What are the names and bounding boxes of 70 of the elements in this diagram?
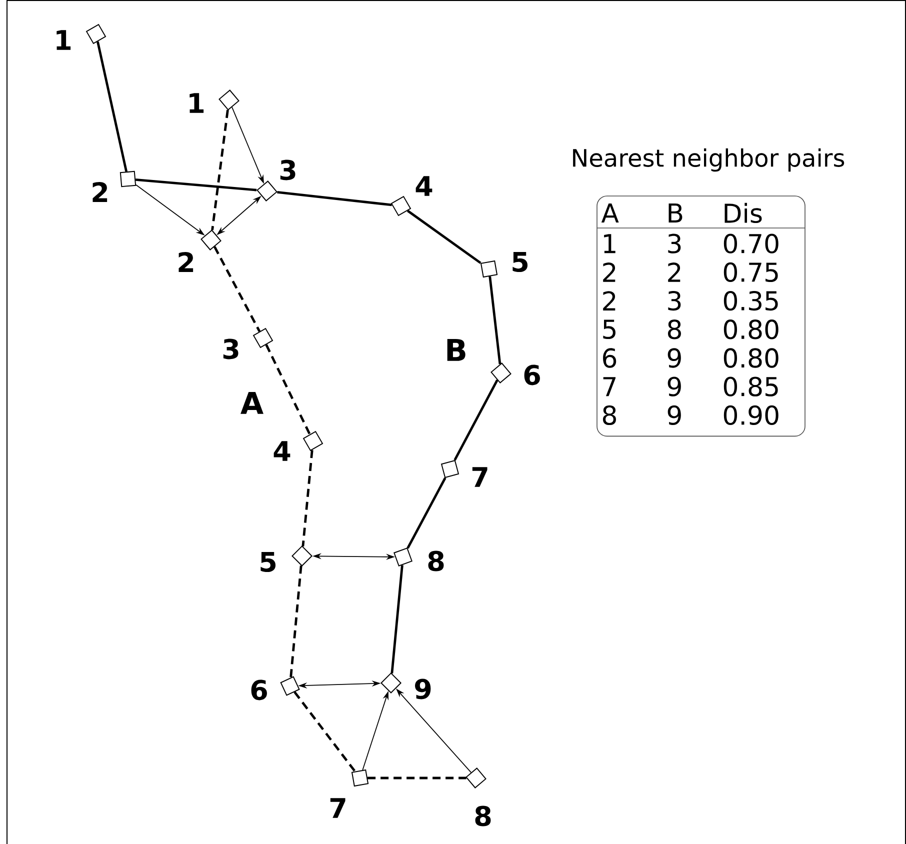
- solid-line: [96, 41, 128, 172]
- dashed-line: [265, 344, 311, 435]
- point-number: 5: [512, 252, 528, 272]
- table-cell: 0.35: [724, 290, 778, 311]
- point-number: 4: [416, 176, 432, 196]
- table-title: Nearest neighbor pairs: [573, 148, 844, 172]
- point-number: 8: [428, 550, 444, 572]
- point-marker: [200, 230, 222, 250]
- table-cell: 9: [668, 405, 681, 426]
- point-marker: [218, 90, 240, 110]
- point-number: 4: [274, 441, 290, 461]
- solid-line: [454, 380, 498, 461]
- dashed-line: [302, 450, 314, 547]
- table-cell: 1: [604, 234, 616, 254]
- solid-line: [136, 178, 257, 192]
- point-number: 6: [251, 680, 267, 700]
- solid-line: [390, 565, 404, 674]
- table-cell: 3: [668, 234, 681, 254]
- solid-line: [406, 210, 482, 264]
- dashed-line: [368, 776, 466, 780]
- solid-line: [488, 276, 502, 364]
- table-cell: 0.70: [724, 234, 778, 254]
- table-header: A: [601, 204, 619, 222]
- table-cell: 2: [668, 262, 680, 282]
- point-number: 1: [56, 30, 71, 50]
- point-number: 6: [524, 364, 540, 386]
- point-marker: [480, 260, 498, 278]
- point-marker: [292, 546, 312, 566]
- table-header: Dis: [724, 202, 762, 224]
- point-number: 8: [475, 806, 491, 826]
- table-cell: 0.90: [724, 405, 778, 426]
- table-cell: 6: [603, 348, 616, 368]
- table-cell: 7: [603, 377, 616, 396]
- point-marker: [351, 769, 369, 787]
- table-cell: 2: [603, 262, 616, 282]
- point-number: 2: [178, 252, 194, 272]
- point-number: 1: [190, 93, 204, 113]
- point-marker: [490, 362, 512, 384]
- table-cell: 8: [602, 405, 616, 426]
- curve-letter: B: [447, 339, 466, 361]
- point-marker: [256, 180, 278, 202]
- table-cell: 5: [603, 320, 616, 340]
- solid-line: [406, 477, 446, 549]
- table-cell: 2: [603, 291, 616, 310]
- table-cell: 8: [668, 320, 681, 340]
- table-cell: 0.80: [724, 348, 778, 368]
- point-number: 5: [260, 552, 276, 572]
- point-number: 7: [472, 467, 488, 487]
- table-cell: 9: [668, 348, 681, 368]
- dashed-line: [294, 691, 356, 772]
- point-number: 9: [415, 678, 431, 700]
- table-header: B: [668, 204, 682, 222]
- table-cell: 9: [668, 376, 681, 396]
- table-cell: 0.85: [724, 376, 778, 396]
- dashed-line: [211, 110, 229, 230]
- solid-line: [277, 190, 392, 206]
- point-marker: [380, 672, 402, 694]
- point-number: 2: [92, 182, 108, 202]
- point-marker: [466, 768, 486, 788]
- point-marker: [120, 170, 136, 188]
- curve-letter: A: [240, 392, 264, 414]
- point-marker: [280, 676, 300, 696]
- point-number: 3: [223, 338, 238, 360]
- point-number: 7: [330, 798, 346, 818]
- table-cell: 0.80: [724, 320, 778, 340]
- dashed-line: [290, 566, 302, 678]
- dashed-line: [214, 246, 261, 332]
- point-number: 3: [280, 160, 296, 180]
- table-cell: 0.75: [724, 262, 778, 282]
- table-cell: 3: [668, 290, 681, 311]
